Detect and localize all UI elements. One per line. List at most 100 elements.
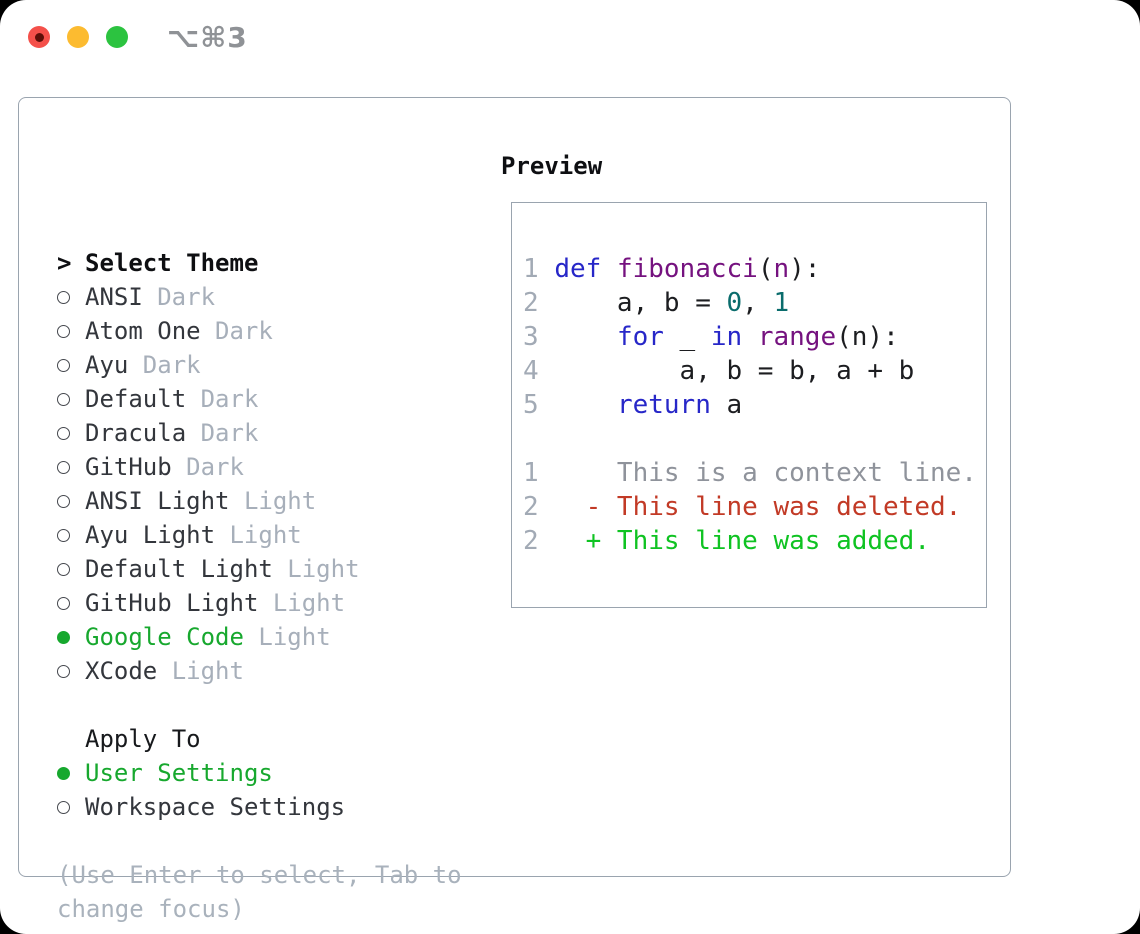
theme-option-default[interactable]: Default Dark	[57, 382, 497, 416]
theme-variant-badge: Light	[243, 487, 317, 515]
radio-circle-icon	[57, 290, 70, 304]
code-token: + This line was added.	[554, 526, 930, 556]
bullet-column	[57, 664, 85, 678]
line-number: 1	[523, 458, 555, 488]
window-title: ⌥⌘3	[167, 21, 248, 54]
cursor-prefix-icon: >	[57, 249, 72, 277]
theme-option-label: ANSI Light	[85, 487, 230, 515]
theme-option-label: Ayu	[85, 351, 129, 379]
radio-circle-icon	[57, 664, 70, 678]
code-token: 0	[726, 288, 743, 318]
zoom-button-icon[interactable]	[106, 26, 128, 48]
code-token	[554, 322, 617, 352]
preview-box	[511, 202, 987, 608]
theme-variant-badge: Light	[258, 623, 331, 651]
help-text: (Use Enter to select, Tab to	[57, 861, 462, 889]
theme-list-header-label: Select Theme	[85, 249, 259, 277]
line-number: 4	[523, 356, 555, 386]
code-line: 2 a, b = 0, 1	[523, 286, 977, 320]
theme-option-label: Default	[85, 385, 187, 413]
code-token: a, b = b, a + b	[554, 356, 915, 386]
theme-option-ayu[interactable]: Ayu Dark	[57, 348, 497, 382]
theme-option-label: XCode	[85, 657, 158, 685]
theme-variant-badge: Dark	[200, 385, 259, 413]
code-token: ):	[789, 254, 821, 284]
theme-option-label: GitHub Light	[85, 589, 259, 617]
bullet-column	[57, 766, 85, 780]
code-line: 1 This is a context line.	[523, 456, 977, 490]
bullet-column	[57, 392, 85, 406]
preview-heading: Preview	[501, 152, 603, 180]
traffic-lights	[28, 26, 128, 48]
theme-variant-badge: Dark	[142, 351, 201, 379]
bullet-column	[57, 596, 85, 610]
code-token: - This line was deleted.	[554, 492, 962, 522]
code-token: a	[710, 390, 743, 420]
line-number: 3	[523, 322, 555, 352]
spacer	[57, 688, 497, 722]
theme-option-label: ANSI	[85, 283, 143, 311]
code-line: 3 for _ in range(n):	[523, 320, 977, 354]
bullet-column	[57, 460, 85, 474]
bullet-column	[57, 528, 85, 542]
bullet-column: >	[57, 246, 85, 280]
code-token	[742, 322, 758, 352]
code-token: for	[616, 322, 664, 352]
code-line: 5 return a	[523, 388, 977, 422]
line-number: 1	[523, 254, 555, 284]
minimize-button-icon[interactable]	[67, 26, 89, 48]
radio-circle-icon	[57, 596, 70, 610]
radio-circle-icon	[57, 528, 70, 542]
bullet-column	[57, 426, 85, 440]
theme-option-ansi-light[interactable]: ANSI Light Light	[57, 484, 497, 518]
radio-circle-icon	[57, 766, 70, 780]
theme-variant-badge: Light	[171, 657, 244, 685]
line-number: 2	[523, 526, 555, 556]
theme-option-default-light[interactable]: Default Light Light	[57, 552, 497, 586]
bullet-column	[57, 324, 85, 338]
apply-option-workspace-settings[interactable]: Workspace Settings	[57, 790, 497, 824]
code-token: This is a context line.	[554, 458, 977, 488]
code-token: a, b =	[554, 288, 727, 318]
apply-option-user-settings[interactable]: User Settings	[57, 756, 497, 790]
theme-option-label: Default Light	[85, 555, 273, 583]
close-button-icon[interactable]	[28, 26, 50, 48]
theme-option-ansi[interactable]: ANSI Dark	[57, 280, 497, 314]
theme-option-label: GitHub	[85, 453, 172, 481]
line-number: 5	[523, 390, 555, 420]
code-token: n	[773, 254, 790, 284]
theme-option-label: Atom One	[85, 317, 201, 345]
apply-to-header: Apply To	[57, 722, 497, 756]
bullet-column	[57, 630, 85, 644]
theme-variant-badge: Dark	[157, 283, 216, 311]
line-number: 2	[523, 492, 555, 522]
code-line: 2 + This line was added.	[523, 524, 977, 558]
radio-circle-icon	[57, 630, 70, 644]
theme-option-xcode[interactable]: XCode Light	[57, 654, 497, 688]
bullet-column	[57, 562, 85, 576]
code-token: _	[663, 322, 711, 352]
code-token: 1	[773, 288, 790, 318]
radio-circle-icon	[57, 460, 70, 474]
theme-variant-badge: Light	[287, 555, 360, 583]
radio-circle-icon	[57, 392, 70, 406]
help-text-line: (Use Enter to select, Tab to	[57, 858, 497, 892]
theme-variant-badge: Dark	[200, 419, 259, 447]
theme-option-label: Ayu Light	[85, 521, 216, 549]
code-token: (n):	[836, 322, 899, 352]
code-token: return	[616, 390, 711, 420]
code-line: 2 - This line was deleted.	[523, 490, 977, 524]
code-token: (	[757, 254, 774, 284]
radio-circle-icon	[57, 562, 70, 576]
radio-circle-icon	[57, 494, 70, 508]
